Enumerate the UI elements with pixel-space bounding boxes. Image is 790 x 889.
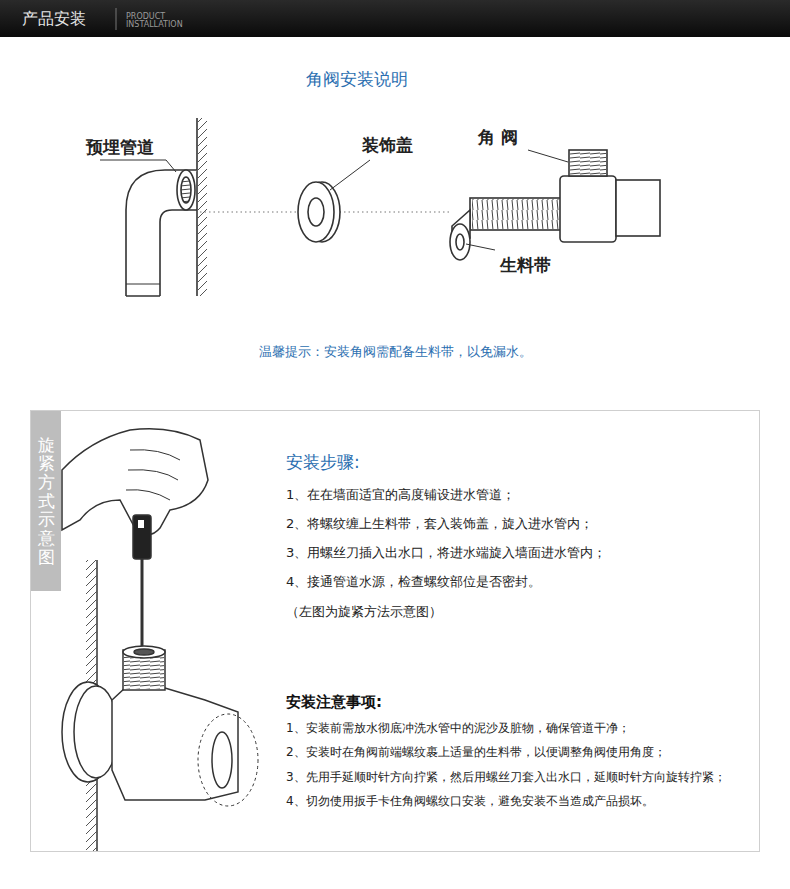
side-band: 旋紧方式示意图 — [31, 411, 61, 591]
figure-note: （左图为旋紧方法示意图） — [286, 603, 442, 621]
step-item: 1、在在墙面适宜的高度铺设进水管道； — [286, 486, 515, 504]
step-item: 2、将螺纹缠上生料带，套入装饰盖，旋入进水管内； — [286, 515, 593, 533]
caution-item: 1、安装前需放水彻底冲洗水管中的泥沙及脏物，确保管道干净； — [286, 720, 630, 737]
header-divider — [116, 8, 117, 30]
part-label: 装饰盖 — [362, 134, 413, 157]
part-label: 生料带 — [500, 254, 551, 277]
tightening-figure — [62, 429, 258, 852]
step-item: 4、接通管道水源，检查螺纹部位是否密封。 — [286, 573, 541, 591]
part-label: 角 阀 — [478, 126, 518, 149]
caution-item: 2、安装时在角阀前端螺纹裹上适量的生料带，以便调整角阀使用角度； — [286, 744, 666, 761]
section-heading: 安装步骤: — [286, 451, 360, 474]
header-title: 产品安装 — [22, 9, 86, 30]
caution-item: 4、切勿使用扳手卡住角阀螺纹口安装，避免安装不当造成产品损坏。 — [286, 793, 654, 810]
caution-item: 3、先用手延顺时针方向拧紧，然后用螺丝刀套入出水口，延顺时针方向旋转拧紧； — [286, 769, 726, 786]
instruction-panel: 安装步骤: 1、在在墙面适宜的高度铺设进水管道； 2、将螺纹缠上生料带，套入装饰盖，… — [30, 410, 760, 852]
section-heading: 安装注意事项: — [286, 693, 382, 712]
step-item: 3、用螺丝刀插入出水口，将进水端旋入墙面进水管内； — [286, 544, 606, 562]
tip-note: 温馨提示：安装角阀需配备生料带，以免漏水。 — [259, 343, 532, 361]
page-title: 角阀安装说明 — [306, 68, 408, 91]
part-label: 预埋管道 — [86, 136, 154, 159]
header-subtitle: PRODUCT INSTALLATION — [126, 13, 196, 30]
header-bar — [0, 0, 790, 37]
decorative-cap-figure — [298, 160, 370, 242]
angle-valve-figure — [450, 150, 660, 260]
header-bar: 产品安装 PRODUCT INSTALLATION — [0, 0, 790, 37]
vertical-caption: 旋紧方式示意图 — [38, 436, 55, 567]
